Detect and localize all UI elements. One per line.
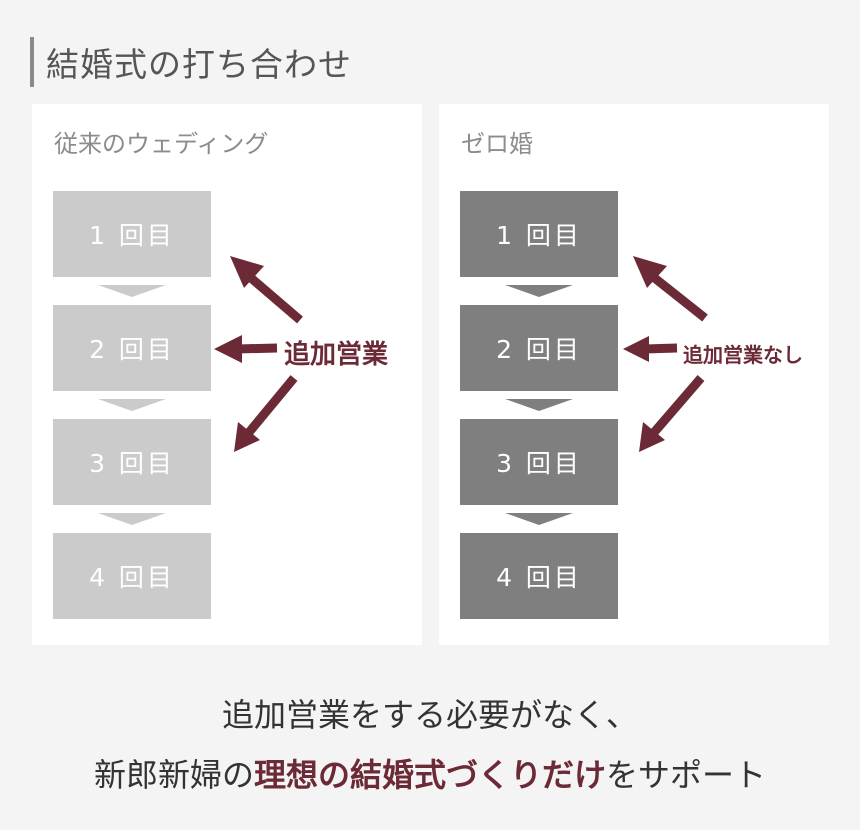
caption-line-2: 新郎新婦の理想の結婚式づくりだけをサポート [0,750,860,796]
caption-highlight: 理想の結婚式づくりだけ [253,756,606,794]
arrow-shaft [644,343,678,354]
no-upsell-arrows [623,256,708,452]
arrow-head [623,336,649,362]
caption-suffix: をサポート [606,756,767,794]
caption-prefix: 新郎新婦の [93,756,254,794]
step-connector-triangle [505,285,573,297]
title-accent-bar [30,37,34,87]
step-connector-triangle [505,513,573,525]
panel-traditional-wedding: 従来のウェディング 1 回目 2 回目 3 回目 4 回目 追加営業 [32,104,422,645]
arrow-shaft [242,375,298,439]
arrow-shaft [647,375,705,439]
step-connector-triangle [98,285,166,297]
arrow-head [214,335,242,363]
step-box-3: 3 回目 [53,419,211,505]
step-box-2: 2 回目 [460,305,618,391]
step-box-1: 1 回目 [53,191,211,277]
step-box-4: 4 回目 [460,533,618,619]
page-title: 結婚式の打ち合わせ [46,45,352,84]
arrow-head [234,422,260,452]
step-connector-triangle [505,399,573,411]
panel-label-zero-kon: ゼロ婚 [461,130,533,158]
step-connector-triangle [98,399,166,411]
step-connector-triangle [98,513,166,525]
arrow-head [230,256,264,288]
arrow-head [639,422,665,452]
step-box-3: 3 回目 [460,419,618,505]
arrow-label-no-upsell: 追加営業なし [683,343,803,367]
arrow-shaft [236,343,278,354]
step-box-2: 2 回目 [53,305,211,391]
arrow-label-upsell: 追加営業 [284,340,389,370]
step-box-4: 4 回目 [53,533,211,619]
panel-zero-kon: ゼロ婚 1 回目 2 回目 3 回目 4 回目 追加営業なし [439,104,829,645]
upsell-arrows [214,256,303,452]
page-title-wrap: 結婚式の打ち合わせ [30,37,352,87]
step-box-1: 1 回目 [460,191,618,277]
panel-label-traditional: 従来のウェディング [54,130,269,158]
arrow-shaft [644,268,708,322]
arrow-shaft [241,268,303,324]
arrow-head [633,256,667,288]
caption-line-1: 追加営業をする必要がなく、 [221,696,638,734]
